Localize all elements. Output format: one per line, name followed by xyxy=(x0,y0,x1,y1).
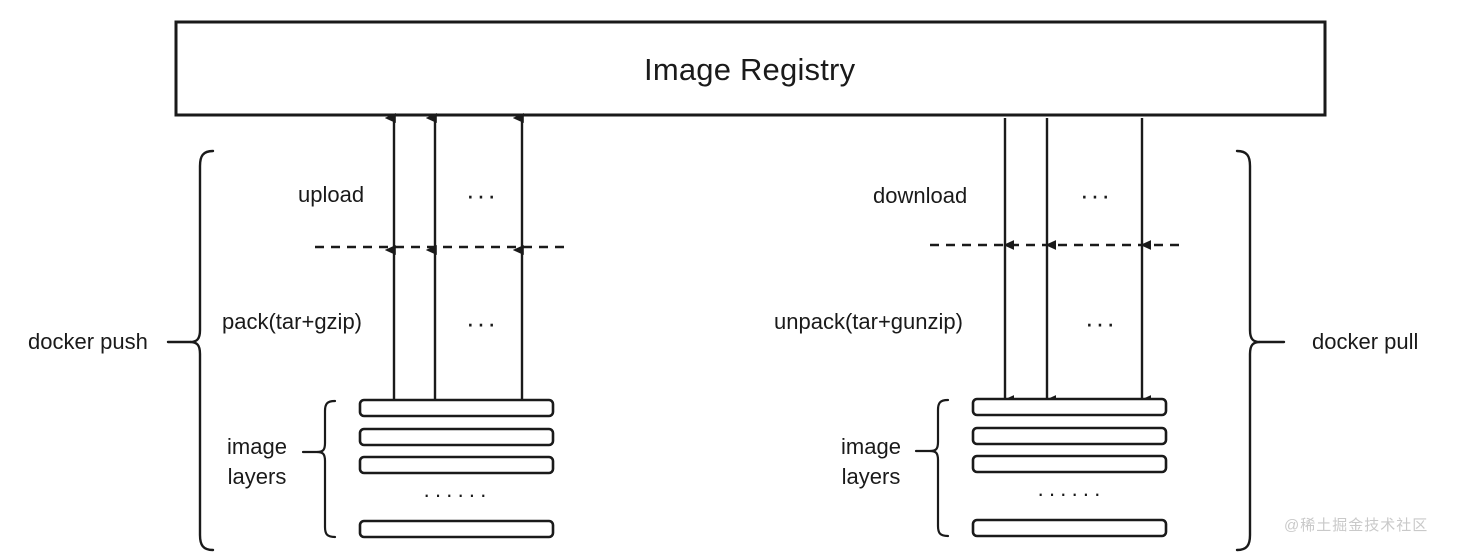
pull-layer-rect xyxy=(971,426,1168,446)
unpack-label: unpack(tar+gunzip) xyxy=(774,309,963,334)
push-image-layers-label: image layers xyxy=(218,432,296,491)
pull-layer-rect xyxy=(971,518,1168,538)
push-arrow-group xyxy=(384,113,524,402)
download-ellipsis: ··· xyxy=(1080,180,1112,210)
push-image-layers-label-line2: layers xyxy=(227,463,287,489)
pull-layers-ellipsis: ······ xyxy=(1037,481,1105,506)
push-image-layers-label-line1: image xyxy=(227,434,287,459)
pull-image-layers xyxy=(971,397,1168,538)
push-layer-rect xyxy=(358,519,555,539)
docker-push-label: docker push xyxy=(28,329,148,354)
pull-image-layers-label-line2: layers xyxy=(841,463,901,489)
push-layer-rect xyxy=(358,455,555,475)
pull-image-layers-label-line1: image xyxy=(841,434,901,459)
pack-ellipsis: ··· xyxy=(466,308,498,338)
pack-label: pack(tar+gzip) xyxy=(222,309,363,334)
upload-ellipsis: ··· xyxy=(466,180,498,210)
docker-pull-label: docker pull xyxy=(1312,329,1419,354)
pull-arrow-group xyxy=(1003,118,1152,405)
push-layers-brace xyxy=(301,399,337,539)
unpack-ellipsis: ··· xyxy=(1085,308,1117,338)
watermark: @稀土掘金技术社区 xyxy=(1284,517,1429,534)
image-registry-box xyxy=(174,20,1327,117)
docker-pull-brace xyxy=(1235,149,1286,552)
docker-push-brace xyxy=(166,149,215,552)
push-layer-rect xyxy=(358,427,555,447)
push-layers-ellipsis: ······ xyxy=(423,482,491,507)
push-image-layers xyxy=(358,398,555,539)
pull-layers-brace xyxy=(914,398,950,538)
pull-layer-rect xyxy=(971,397,1168,417)
push-layer-rect xyxy=(358,398,555,418)
pull-image-layers-label: image layers xyxy=(832,432,910,491)
pull-layer-rect xyxy=(971,454,1168,474)
upload-label: upload xyxy=(298,182,365,207)
image-registry-title: Image Registry xyxy=(644,52,856,87)
download-label: download xyxy=(873,183,968,208)
